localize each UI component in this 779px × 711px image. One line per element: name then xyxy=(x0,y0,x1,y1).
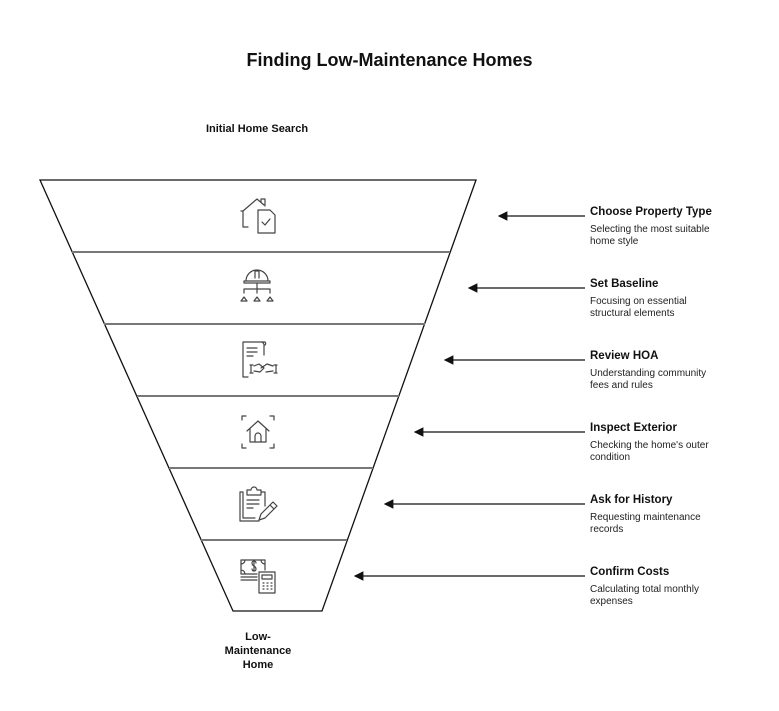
step-inspect-exterior: Inspect Exterior Checking the home's out… xyxy=(590,421,760,464)
document-handshake-icon xyxy=(242,341,278,378)
step-description: Calculating total monthly expenses xyxy=(590,584,699,607)
step-title: Ask for History xyxy=(590,494,673,506)
step-description: Understanding community fees and rules xyxy=(590,368,707,391)
step-set-baseline: Set Baseline Focusing on essential struc… xyxy=(590,277,760,320)
funnel-bottom-label: Low-Maintenance Home xyxy=(224,631,292,671)
step-confirm-costs: Confirm Costs Calculating total monthly … xyxy=(590,565,760,608)
step-description: Selecting the most suitable home style xyxy=(590,224,710,247)
funnel-top-label: Initial Home Search xyxy=(205,123,309,135)
step-title: Review HOA xyxy=(590,350,659,362)
step-title: Inspect Exterior xyxy=(590,422,677,434)
hardhat-hierarchy-icon xyxy=(240,269,274,302)
step-ask-for-history: Ask for History Requesting maintenance r… xyxy=(590,493,760,536)
diagram-title: Finding Low-Maintenance Homes xyxy=(246,50,533,70)
money-calculator-icon xyxy=(240,559,276,594)
step-review-hoa: Review HOA Understanding community fees … xyxy=(590,349,760,392)
house-scan-icon xyxy=(241,415,275,449)
clipboard-pencil-icon xyxy=(239,486,278,522)
step-choose-property-type: Choose Property Type Selecting the most … xyxy=(590,205,760,248)
funnel-dividers xyxy=(72,251,450,541)
step-title: Choose Property Type xyxy=(590,206,712,218)
step-title: Set Baseline xyxy=(590,278,659,290)
step-description: Requesting maintenance records xyxy=(590,512,701,535)
house-check-icon xyxy=(240,198,276,234)
step-description: Focusing on essential structural element… xyxy=(590,296,687,319)
step-description: Checking the home's outer condition xyxy=(590,440,709,463)
step-title: Confirm Costs xyxy=(590,566,670,578)
